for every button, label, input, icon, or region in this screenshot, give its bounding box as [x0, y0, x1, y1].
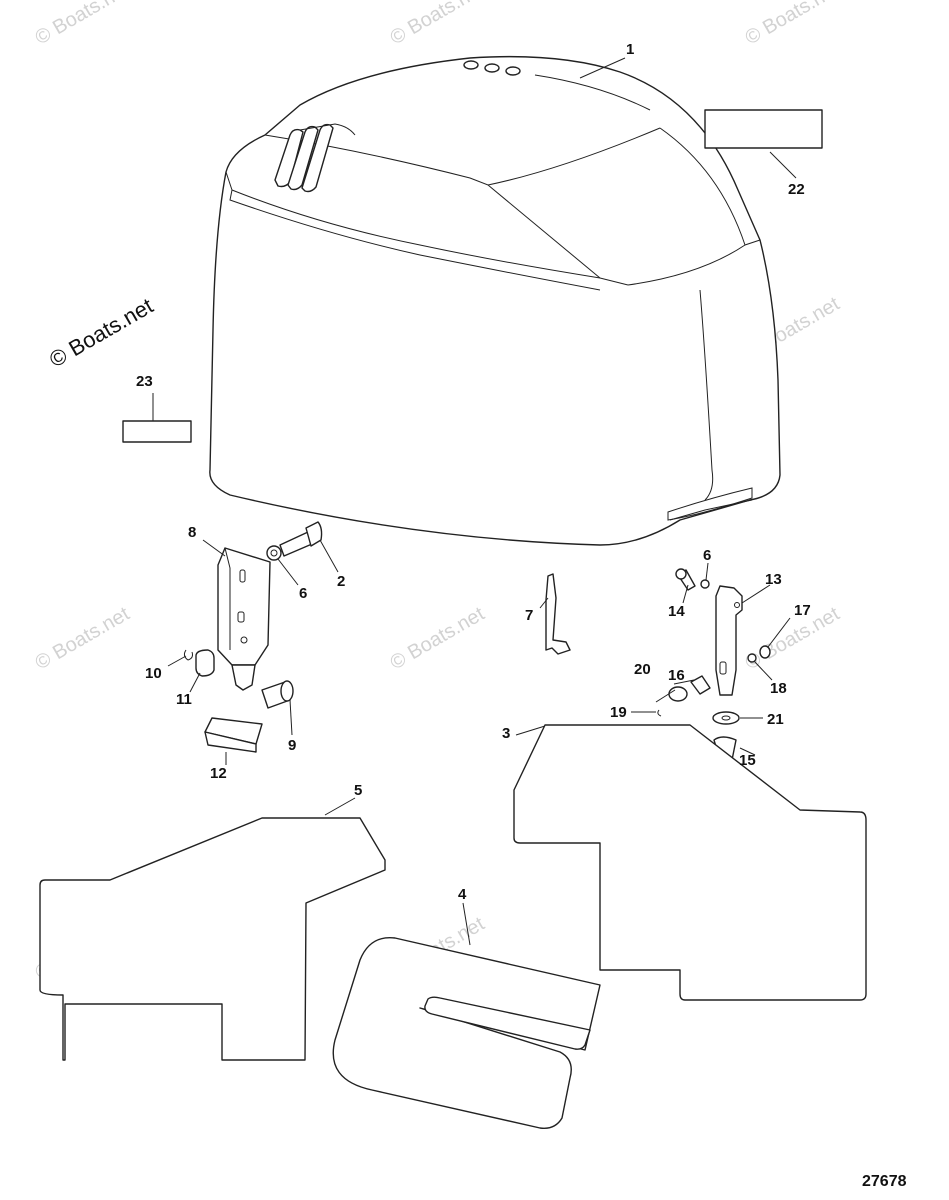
callout-7: 7 — [525, 607, 533, 624]
callout-6-right: 6 — [703, 547, 711, 564]
callout-6-left: 6 — [299, 585, 307, 602]
callout-3: 3 — [502, 725, 510, 742]
callout-9: 9 — [288, 737, 296, 754]
callout-22: 22 — [788, 181, 805, 198]
callout-8: 8 — [188, 524, 196, 541]
callout-2: 2 — [337, 573, 345, 590]
callout-5: 5 — [354, 782, 362, 799]
decal-23 — [122, 420, 192, 443]
callout-1: 1 — [626, 41, 634, 58]
watermark: © Boats.net — [742, 0, 844, 49]
gasket-5 — [39, 817, 386, 1061]
callout-19: 19 — [610, 704, 627, 721]
callout-17: 17 — [794, 602, 811, 619]
watermark: © Boats.net — [32, 0, 134, 49]
figure-number: 27678 — [862, 1173, 907, 1190]
callout-labels: 1 2 3 4 5 6 6 7 8 9 10 11 12 13 14 15 16… — [136, 41, 811, 903]
hook-7 — [545, 573, 571, 655]
leader-lines — [152, 57, 797, 946]
callout-13: 13 — [765, 571, 782, 588]
callout-23: 23 — [136, 373, 153, 390]
callout-4: 4 — [458, 886, 467, 903]
decal-22 — [704, 109, 823, 149]
callout-18: 18 — [770, 680, 787, 697]
callout-12: 12 — [210, 765, 227, 782]
left-latch-bracket — [183, 521, 323, 753]
watermark: © Boats.net — [32, 603, 134, 675]
callout-16: 16 — [668, 667, 685, 684]
callout-10: 10 — [145, 665, 162, 682]
top-cowl — [209, 55, 781, 546]
watermark: © Boats.net — [387, 0, 489, 49]
watermark-bold: © Boats.net — [45, 293, 157, 372]
callout-21: 21 — [767, 711, 784, 728]
gasket-3 — [513, 724, 867, 1001]
callout-11: 11 — [176, 691, 192, 708]
gasket-4 — [332, 936, 601, 1129]
callout-15: 15 — [739, 752, 756, 769]
callout-20: 20 — [634, 661, 651, 678]
watermark: © Boats.net — [387, 603, 489, 675]
callout-14: 14 — [668, 603, 685, 620]
